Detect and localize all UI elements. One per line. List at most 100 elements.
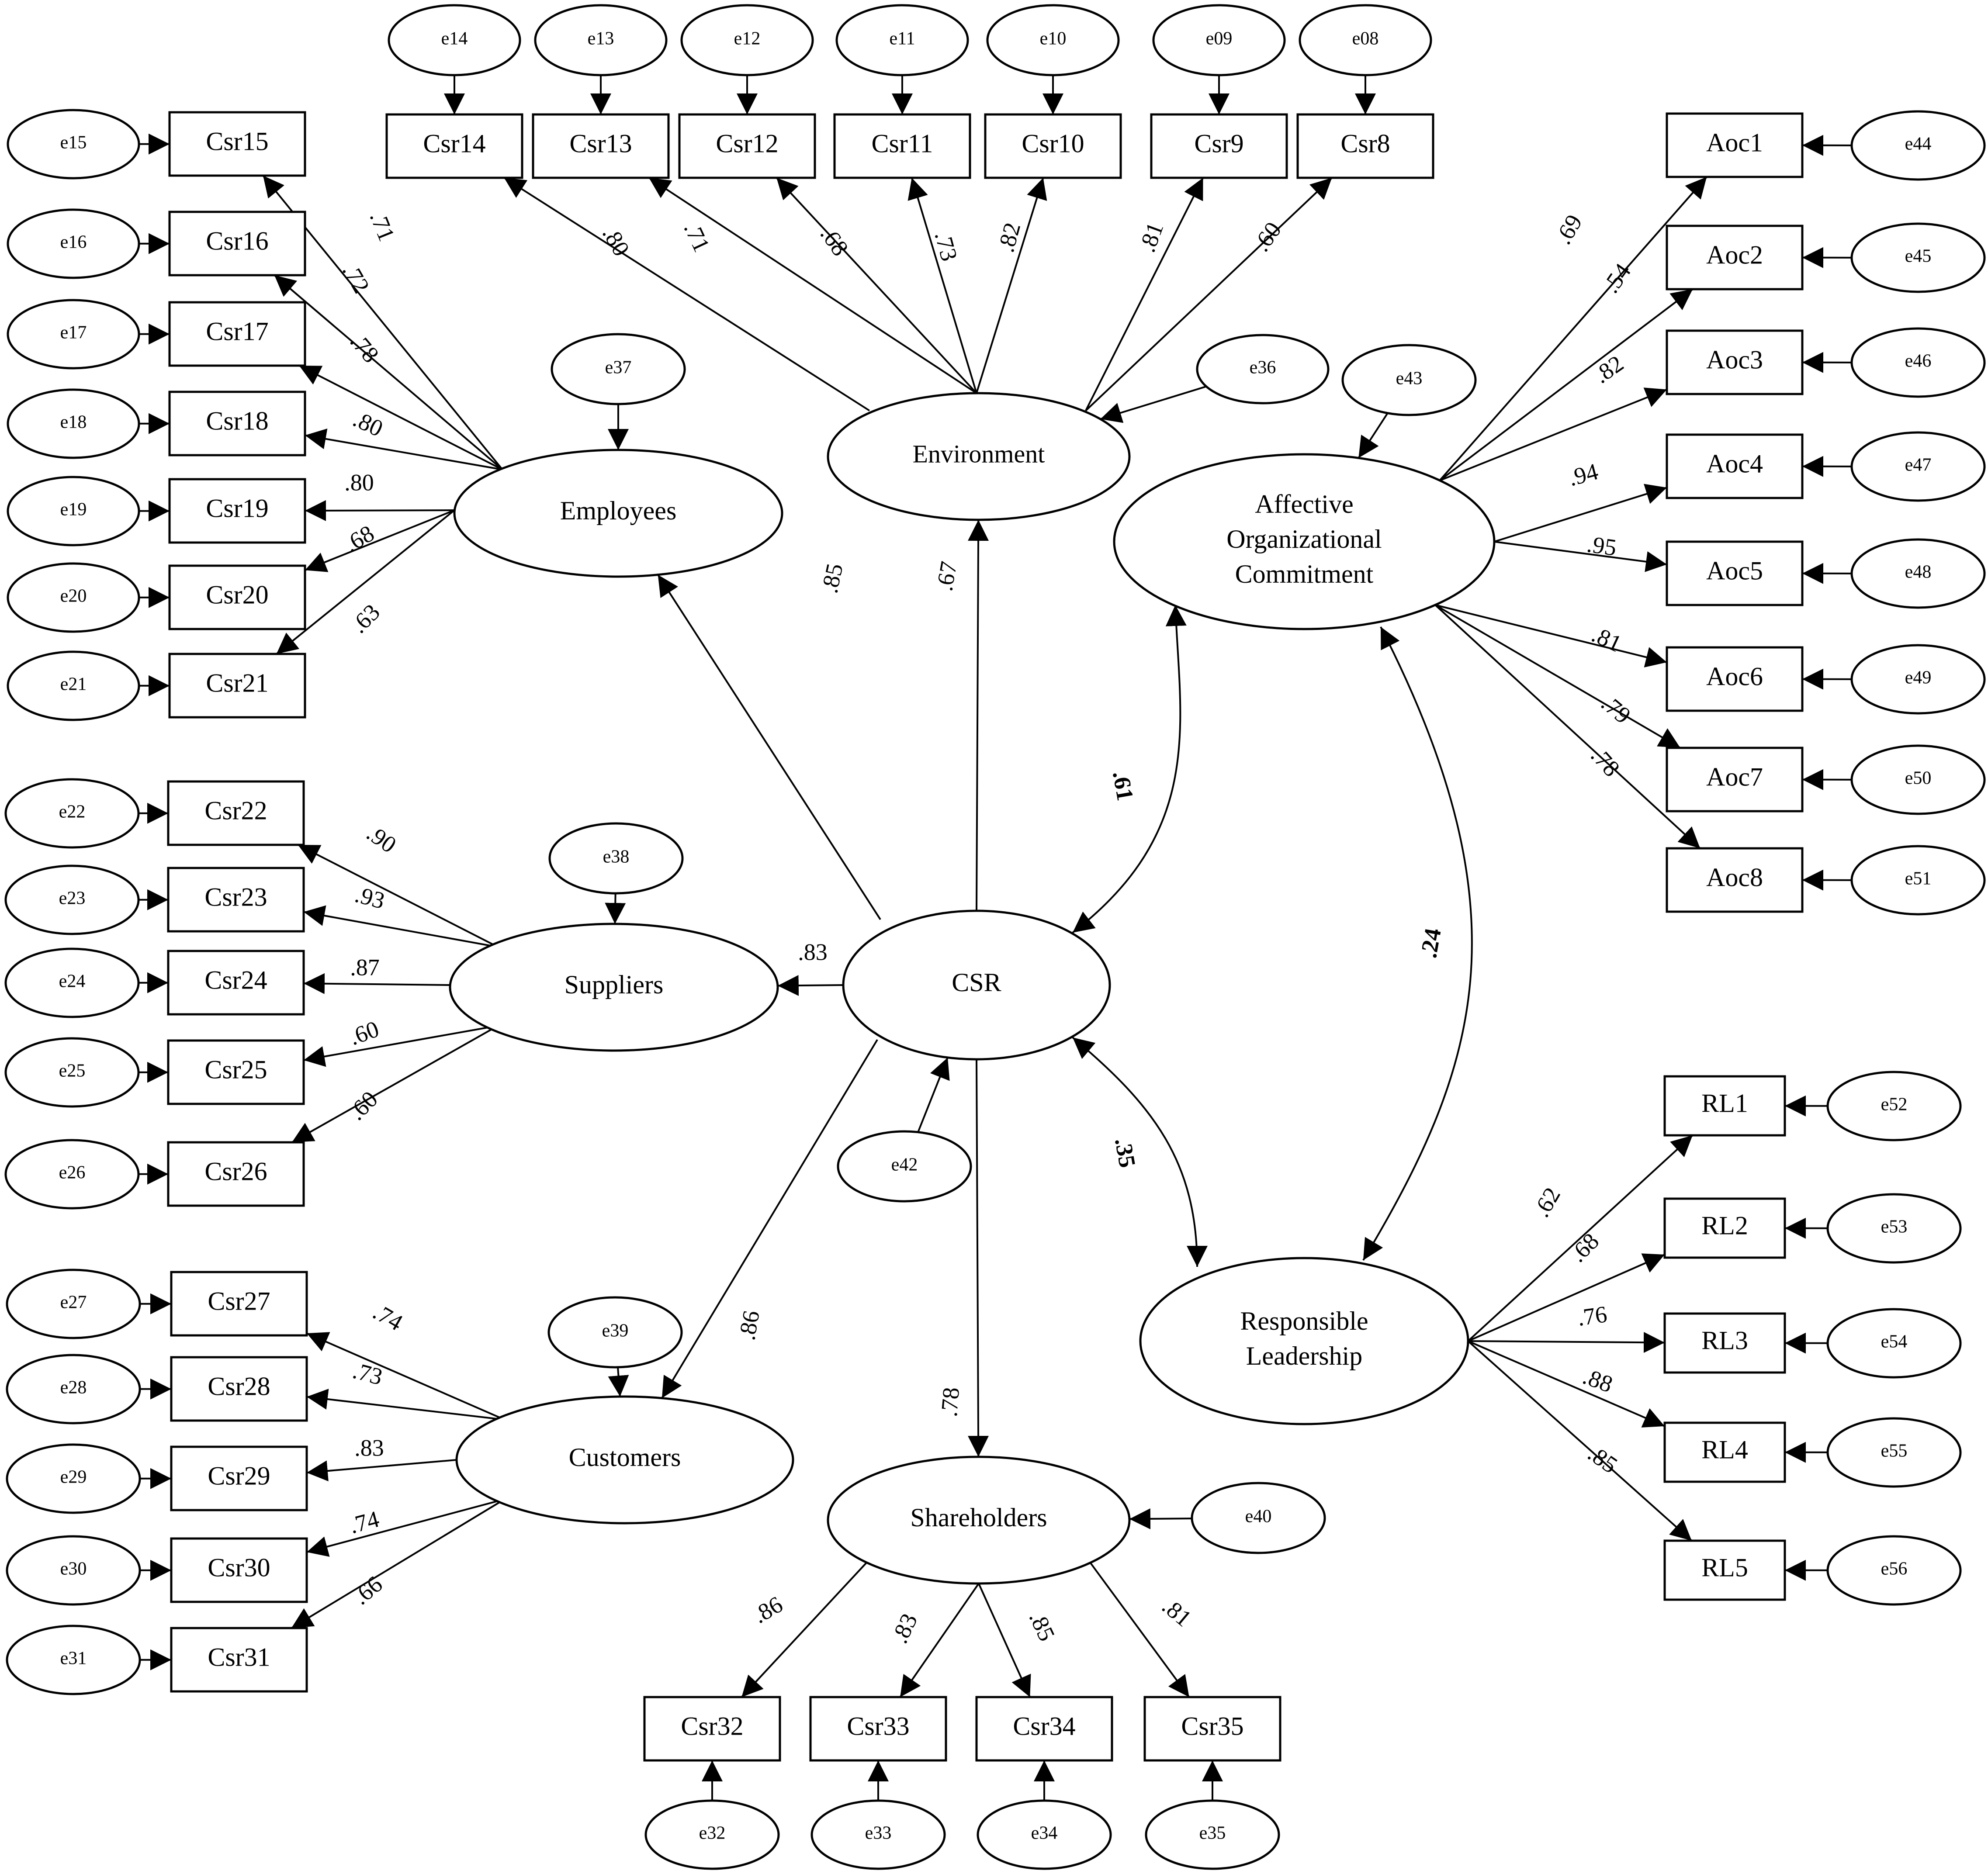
error-e35-shape bbox=[1145, 1799, 1280, 1870]
coef-csr11: .73 bbox=[930, 228, 963, 264]
indicator-csr12: Csr12 bbox=[678, 113, 816, 179]
loading-customers-csr31 bbox=[291, 1498, 506, 1629]
indicator-csr12-box bbox=[678, 113, 816, 179]
error-e14-label: e14 bbox=[441, 29, 468, 49]
error-e46-label: e46 bbox=[1905, 351, 1932, 371]
indicator-csr25-box bbox=[167, 1039, 305, 1105]
indicator-aoc6: Aoc6 bbox=[1666, 646, 1804, 712]
error-e40-shape bbox=[1191, 1482, 1326, 1554]
indicator-csr23: Csr23 bbox=[167, 867, 305, 933]
coef-aoc4: .94 bbox=[1565, 458, 1601, 491]
error-e24-label: e24 bbox=[59, 972, 86, 992]
indicator-rl1-label: RL1 bbox=[1701, 1089, 1748, 1117]
loading-aoc-aoc3 bbox=[1439, 387, 1667, 481]
error-e37-label: e37 bbox=[605, 358, 632, 378]
indicator-csr27: Csr27 bbox=[170, 1271, 308, 1337]
error-e11: e11 bbox=[835, 4, 969, 76]
error-e33: e33 bbox=[810, 1799, 946, 1870]
coef-aoc6: .81 bbox=[1588, 621, 1626, 657]
error-e17-shape bbox=[7, 299, 140, 370]
latent-responsible-leadership-label-line: Leadership bbox=[1246, 1342, 1363, 1370]
indicator-csr23-box bbox=[167, 867, 305, 933]
error-e18-shape bbox=[7, 388, 140, 459]
error-e36-label: e36 bbox=[1250, 358, 1276, 378]
indicator-aoc7-box bbox=[1666, 747, 1804, 813]
error-e22-shape bbox=[4, 778, 140, 849]
indicator-csr10-label: Csr10 bbox=[1022, 129, 1084, 158]
error-e23-label: e23 bbox=[59, 889, 86, 909]
indicator-csr15: Csr15 bbox=[168, 111, 306, 177]
coef-aoc3: .82 bbox=[1589, 350, 1628, 388]
loading-aoc-aoc5 bbox=[1494, 541, 1667, 572]
loading-environment-csr11 bbox=[907, 177, 977, 394]
corr-csr-aoc bbox=[1072, 605, 1187, 934]
error-e13-shape bbox=[534, 4, 668, 76]
indicator-csr26: Csr26 bbox=[167, 1141, 305, 1207]
indicator-csr24-label: Csr24 bbox=[204, 965, 267, 994]
indicator-csr28-label: Csr28 bbox=[208, 1372, 270, 1400]
indicator-csr16-label: Csr16 bbox=[206, 226, 268, 255]
error-e47: e47 bbox=[1850, 431, 1986, 502]
error-arrow-e43 bbox=[1358, 412, 1389, 459]
loading-rl-rl3 bbox=[1468, 1332, 1665, 1353]
indicator-aoc1-label: Aoc1 bbox=[1706, 128, 1763, 157]
indicator-csr22-label: Csr22 bbox=[204, 796, 267, 825]
coef-csr27: .74 bbox=[369, 1298, 407, 1336]
latent-employees: Employees bbox=[453, 449, 783, 578]
coef-aoc7: .79 bbox=[1596, 690, 1635, 729]
error-e49-shape bbox=[1850, 644, 1986, 715]
error-e43-label: e43 bbox=[1396, 369, 1423, 389]
error-e34-label: e34 bbox=[1031, 1823, 1058, 1843]
error-e30: e30 bbox=[6, 1535, 141, 1606]
coef-csr26: .60 bbox=[343, 1086, 383, 1125]
error-e28: e28 bbox=[6, 1354, 141, 1425]
indicator-csr27-label: Csr27 bbox=[208, 1286, 270, 1315]
indicator-csr30: Csr30 bbox=[170, 1537, 308, 1603]
error-e48-label: e48 bbox=[1905, 562, 1932, 582]
indicator-csr20-box bbox=[168, 564, 306, 630]
error-e38-shape bbox=[548, 822, 684, 895]
error-e28-shape bbox=[6, 1354, 141, 1425]
indicator-aoc4: Aoc4 bbox=[1666, 433, 1804, 499]
indicator-csr35-box bbox=[1143, 1696, 1281, 1762]
error-e18-label: e18 bbox=[60, 412, 87, 432]
loading-shareholders-csr34 bbox=[978, 1583, 1031, 1698]
coef-csr15: .71 bbox=[365, 207, 400, 245]
error-e27-label: e27 bbox=[60, 1293, 87, 1313]
error-e54-shape bbox=[1826, 1308, 1962, 1379]
indicator-aoc4-label: Aoc4 bbox=[1706, 449, 1763, 478]
error-e31-label: e31 bbox=[60, 1649, 87, 1669]
edges-layer bbox=[138, 75, 1852, 1801]
indicator-aoc6-box bbox=[1666, 646, 1804, 712]
indicator-aoc2-label: Aoc2 bbox=[1706, 240, 1763, 269]
error-e49: e49 bbox=[1850, 644, 1986, 715]
indicator-csr13-label: Csr13 bbox=[569, 129, 632, 158]
indicator-csr13: Csr13 bbox=[532, 113, 670, 179]
error-e11-shape bbox=[835, 4, 969, 76]
latent-affective-organizational-commitment-shape bbox=[1113, 453, 1496, 630]
indicator-aoc5-box bbox=[1666, 540, 1804, 606]
coef-aoc1: .69 bbox=[1550, 210, 1587, 249]
indicator-csr19-label: Csr19 bbox=[206, 494, 268, 522]
error-e56-label: e56 bbox=[1881, 1559, 1908, 1579]
coef-csr32: .86 bbox=[748, 1591, 787, 1629]
coef-csr29: .83 bbox=[354, 1435, 384, 1461]
indicator-aoc5-label: Aoc5 bbox=[1706, 556, 1763, 585]
coef-csr25: .60 bbox=[346, 1016, 382, 1050]
error-e35-label: e35 bbox=[1199, 1823, 1226, 1843]
indicator-aoc4-box bbox=[1666, 433, 1804, 499]
error-e12-label: e12 bbox=[734, 29, 761, 49]
error-e42-shape bbox=[837, 1130, 972, 1203]
error-arrow-e42 bbox=[917, 1057, 950, 1133]
indicator-csr25: Csr25 bbox=[167, 1039, 305, 1105]
indicator-rl3-box bbox=[1663, 1312, 1786, 1374]
error-e09-shape bbox=[1152, 4, 1286, 76]
coef-csr33: .83 bbox=[886, 1609, 922, 1647]
indicator-csr13-box bbox=[532, 113, 670, 179]
error-e45-shape bbox=[1850, 222, 1986, 293]
indicator-csr33-box bbox=[809, 1696, 947, 1762]
error-e10-label: e10 bbox=[1040, 29, 1067, 49]
coef-csr14: .80 bbox=[597, 222, 635, 260]
indicator-rl5: RL5 bbox=[1663, 1539, 1786, 1601]
